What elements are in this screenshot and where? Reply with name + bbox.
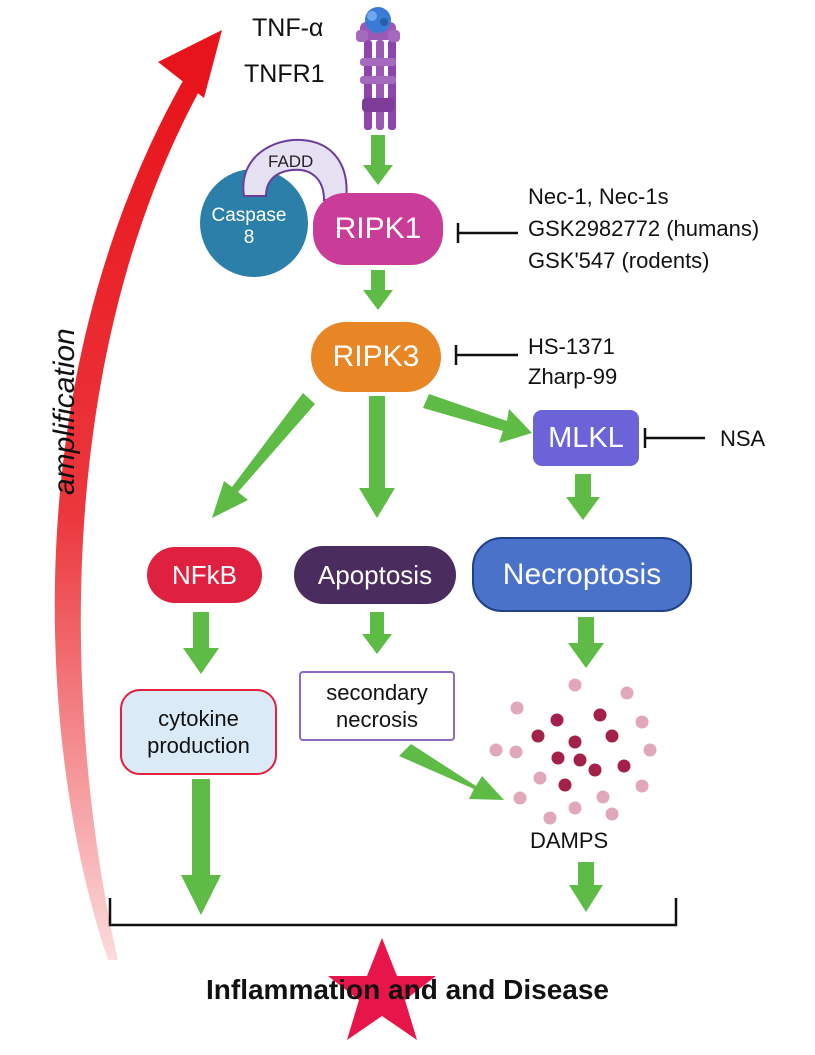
damps-particle bbox=[568, 801, 582, 815]
inhibition-lines bbox=[454, 223, 705, 448]
amplification-arrow bbox=[54, 30, 222, 960]
tnfr1-receptor-icon bbox=[356, 22, 400, 130]
damps-particle bbox=[531, 729, 545, 743]
damps-particle bbox=[509, 745, 523, 759]
cytokine-production-box: cytokine production bbox=[120, 689, 277, 775]
arrow-ripk3-to-apoptosis bbox=[359, 396, 395, 518]
mlkl-node: MLKL bbox=[533, 410, 639, 466]
damps-particle bbox=[558, 778, 572, 792]
damps-particle bbox=[568, 678, 582, 692]
arrow-apoptosis-to-necrosis bbox=[362, 612, 392, 654]
ripk1-inhibitor-2: GSK2982772 (humans) bbox=[528, 216, 760, 241]
arrow-necrosis-to-damps bbox=[399, 744, 504, 800]
ripk1-inhibitor-3: GSK'547 (rodents) bbox=[528, 248, 710, 273]
damps-particle bbox=[588, 763, 602, 777]
mlkl-inhibitor: NSA bbox=[720, 426, 766, 451]
damps-particle bbox=[551, 751, 565, 765]
damps-particle bbox=[620, 686, 634, 700]
outcome-bracket bbox=[108, 898, 678, 927]
ripk1-node: RIPK1 bbox=[313, 193, 443, 265]
nfkb-node: NFkB bbox=[147, 547, 262, 603]
damps-particle bbox=[568, 735, 582, 749]
damps-particles bbox=[489, 678, 657, 825]
fadd-label: FADD bbox=[268, 152, 314, 171]
caspase8-icon bbox=[200, 169, 308, 277]
damps-particle bbox=[617, 759, 631, 773]
damps-particle bbox=[635, 779, 649, 793]
damps-label: DAMPS bbox=[530, 828, 609, 853]
apoptosis-node: Apoptosis bbox=[294, 546, 456, 604]
damps-particle bbox=[596, 790, 610, 804]
damps-particle bbox=[635, 715, 649, 729]
amplification-label: amplification bbox=[48, 328, 81, 495]
final-outcome-label: Inflammation and and Disease bbox=[206, 974, 609, 1005]
damps-particle bbox=[543, 811, 557, 825]
ripk1-inhibitor-1: Nec-1, Nec-1s bbox=[528, 184, 669, 209]
secondary-necrosis-box: secondary necrosis bbox=[299, 671, 455, 741]
caspase8-label: Caspase 8 bbox=[211, 205, 287, 248]
activation-arrows bbox=[181, 135, 604, 915]
necroptosis-node: Necroptosis bbox=[472, 537, 692, 612]
arrow-damps-to-outcome bbox=[569, 862, 603, 912]
arrow-cytokine-to-outcome bbox=[181, 779, 221, 915]
arrow-ripk3-to-mlkl bbox=[423, 394, 532, 443]
damps-particle bbox=[573, 753, 587, 767]
damps-particle bbox=[550, 713, 564, 727]
damps-particle bbox=[489, 743, 503, 757]
arrow-nfkb-to-cytokine bbox=[183, 612, 219, 674]
damps-particle bbox=[593, 708, 607, 722]
damps-particle bbox=[510, 701, 524, 715]
damps-particle bbox=[605, 729, 619, 743]
ripk3-inhibitor-2: Zharp-99 bbox=[528, 364, 618, 389]
tnfr1-label: TNFR1 bbox=[244, 60, 325, 88]
damps-particle bbox=[605, 807, 619, 821]
tnf-alpha-ligand-icon bbox=[365, 7, 391, 33]
damps-particle bbox=[643, 743, 657, 757]
star-icon bbox=[328, 938, 436, 1040]
damps-particle bbox=[513, 791, 527, 805]
ripk3-inhibitor-1: HS-1371 bbox=[528, 334, 615, 359]
arrow-tnfr1-to-ripk1 bbox=[363, 135, 393, 185]
tnf-alpha-label: TNF-α bbox=[252, 14, 324, 42]
damps-particle bbox=[533, 771, 547, 785]
arrow-mlkl-to-necroptosis bbox=[566, 474, 600, 520]
ripk3-node: RIPK3 bbox=[311, 322, 441, 392]
arrow-ripk3-to-nfkb bbox=[212, 393, 315, 518]
arrow-ripk1-to-ripk3 bbox=[363, 270, 393, 310]
arrow-necroptosis-to-damps bbox=[568, 617, 604, 668]
